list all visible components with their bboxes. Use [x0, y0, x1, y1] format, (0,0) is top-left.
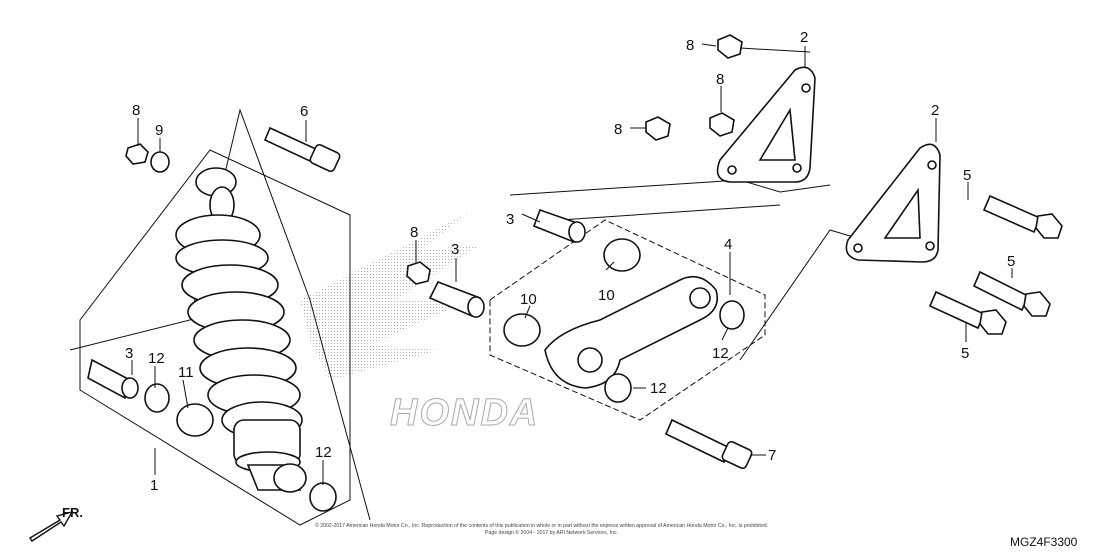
callout-11: 11: [178, 364, 194, 381]
callout-9: 9: [155, 122, 163, 139]
seal-part-12-link-rear[interactable]: [719, 300, 745, 330]
callout-3: 3: [125, 345, 133, 362]
callout-10: 10: [598, 287, 615, 304]
bracket-frame-top: [509, 179, 831, 196]
front-direction-label: FR.: [62, 505, 83, 520]
bolt-part-5-top[interactable]: [982, 194, 1063, 239]
honda-wing-watermark: HONDA: [300, 212, 539, 435]
callout-7: 7: [768, 447, 776, 464]
collar-end-upper: [568, 221, 586, 243]
bracket-lower-hole: [853, 243, 863, 253]
callout-8: 8: [132, 102, 140, 119]
bearing-part-11[interactable]: [176, 403, 214, 437]
watermark-honda-text: HONDA: [390, 392, 539, 434]
callout-10: 10: [520, 291, 537, 308]
bracket-lower-hole: [925, 241, 935, 251]
callout-4: 4: [724, 236, 732, 253]
callout-12: 12: [712, 345, 729, 362]
nut-part-8-left[interactable]: [645, 116, 671, 141]
shock-absorber[interactable]: [175, 167, 307, 493]
nut-part-8-top[interactable]: [717, 34, 743, 59]
collar-part-3-left[interactable]: [87, 358, 131, 400]
callout-3: 3: [506, 211, 514, 228]
callout-2: 2: [800, 29, 808, 46]
link-arm-hole-rear: [689, 287, 711, 309]
bracket-upper-cutout: [758, 107, 796, 161]
callout-12: 12: [148, 350, 165, 367]
nut-part-8-shock[interactable]: [125, 143, 149, 165]
front-direction-arrow: FR.: [29, 505, 83, 542]
seal-part-12-link-front[interactable]: [604, 373, 632, 403]
nut-part-8-center[interactable]: [709, 112, 735, 137]
washer-part-9[interactable]: [150, 151, 170, 173]
diagram-code: MGZ4F3300: [1010, 535, 1078, 549]
shock-mount-frame: [69, 108, 371, 521]
bracket-upper-hole: [727, 165, 737, 175]
callout-1: 1: [150, 477, 158, 494]
callout-6: 6: [300, 103, 308, 120]
bracket-lower-hole: [927, 160, 937, 170]
copyright-line-1: © 2002-2017 American Honda Motor Co., In…: [315, 522, 768, 529]
shock-assembly-frame: [79, 149, 351, 526]
nut-part-8-middle[interactable]: [406, 261, 431, 285]
callout-8: 8: [614, 121, 622, 138]
callout-8: 8: [716, 71, 724, 88]
callout-3: 3: [451, 241, 459, 258]
bolt-part-7[interactable]: [664, 418, 753, 470]
bolt-part-5-lower[interactable]: [928, 290, 1007, 335]
collar-end-middle: [467, 296, 485, 318]
copyright-line-2: Page design © 2004 - 2017 by ARI Network…: [485, 529, 618, 536]
needle-bearing-part-10-left[interactable]: [503, 313, 541, 347]
collar-end-left: [121, 377, 139, 399]
seal-part-12-bottom[interactable]: [309, 482, 337, 512]
callout-2: 2: [931, 102, 939, 119]
callout-12: 12: [315, 444, 332, 461]
link-arm-hole-front: [577, 347, 603, 373]
link-assembly-frame: [489, 219, 766, 421]
seal-part-12-left[interactable]: [144, 383, 170, 413]
bolt-part-5-middle[interactable]: [972, 270, 1051, 317]
callout-5: 5: [961, 345, 969, 362]
callout-12: 12: [650, 380, 667, 397]
callout-5: 5: [963, 167, 971, 184]
bracket-frame-top2: [559, 204, 781, 221]
callout-8: 8: [410, 224, 418, 241]
leader-lines: [131, 43, 1013, 485]
callout-5: 5: [1007, 253, 1015, 270]
bracket-upper-hole: [792, 163, 802, 173]
bracket-lower-cutout: [883, 187, 921, 239]
bracket-upper-hole: [801, 83, 811, 93]
callout-8: 8: [686, 37, 694, 54]
bolt-part-6[interactable]: [263, 126, 341, 173]
